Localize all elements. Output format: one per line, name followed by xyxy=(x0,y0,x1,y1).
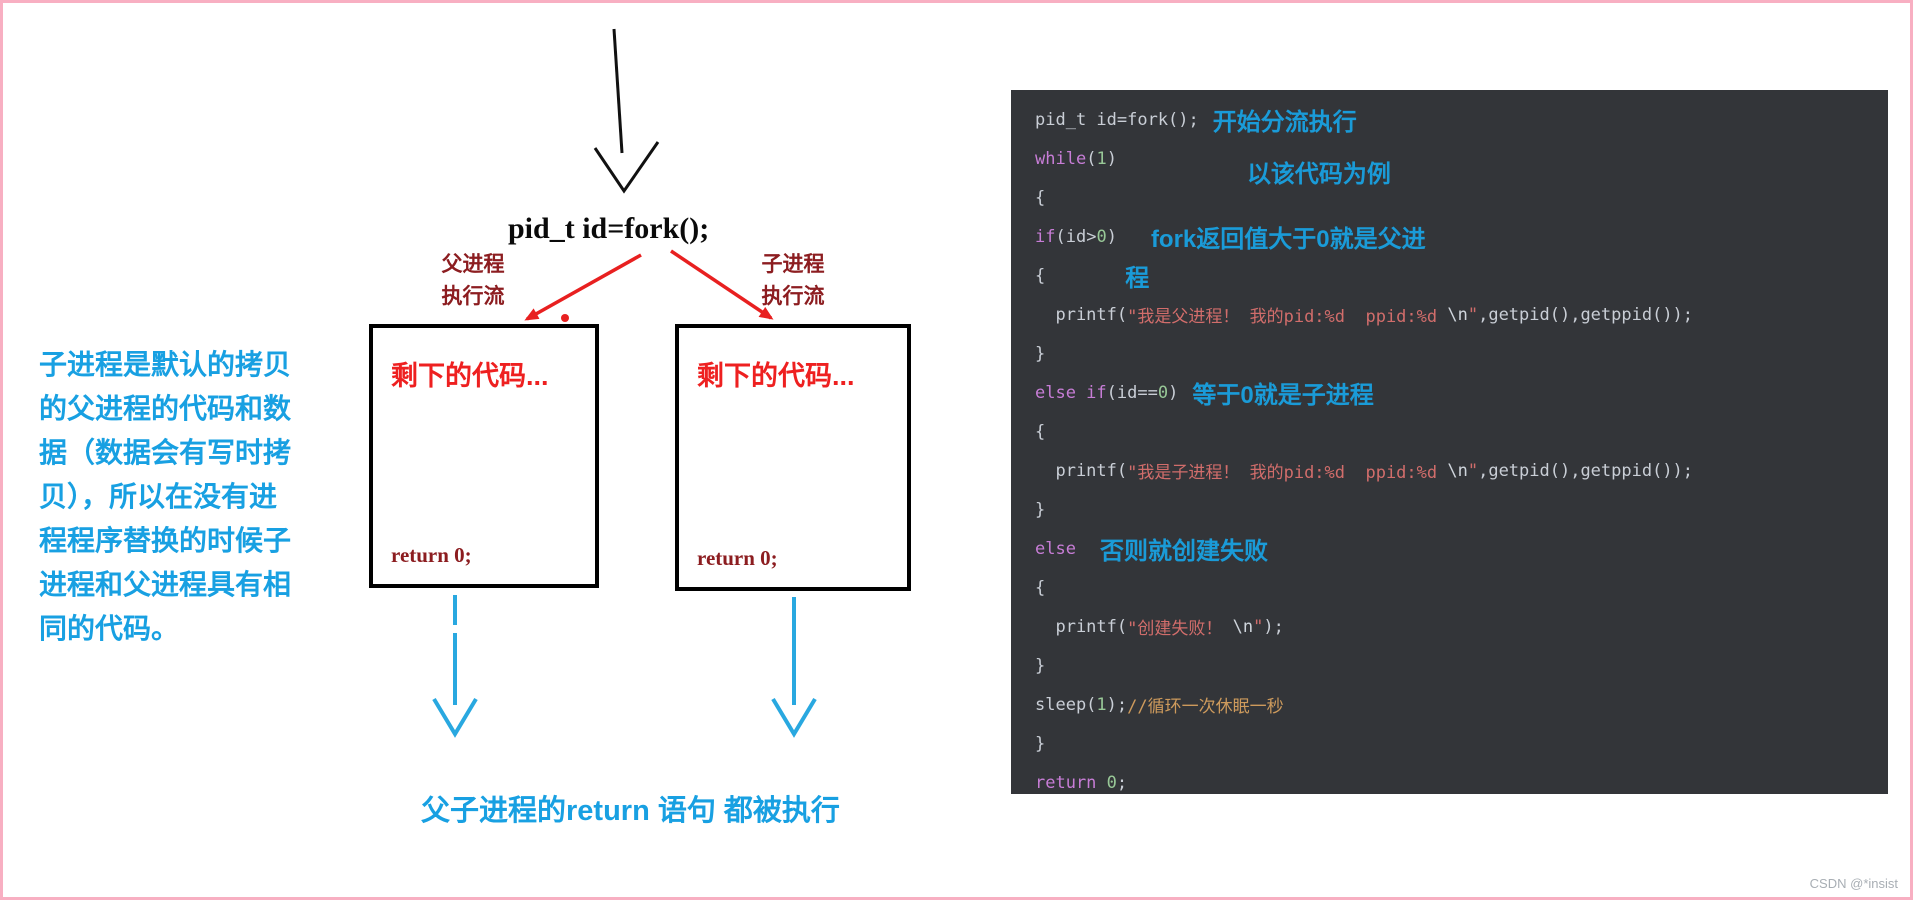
code-segment: " xyxy=(1253,616,1264,637)
child-flow-label-line1: 子进程 xyxy=(761,253,825,276)
code-line: {程 xyxy=(1035,256,1888,295)
code-segment: (id> xyxy=(1055,226,1097,247)
code-line: printf("我是父进程！ 我的pid:%d ppid:%d \n",getp… xyxy=(1035,295,1888,334)
child-flow-label-line2: 执行流 xyxy=(761,285,825,308)
fork-statement-title: pid_t id=fork(); xyxy=(508,212,710,245)
parent-return-statement: return 0; xyxy=(391,543,472,567)
note-line: 程程序替换的时候子 xyxy=(39,525,292,556)
code-segment: if xyxy=(1035,226,1056,247)
code-segment: } xyxy=(1035,499,1046,520)
code-segment: 0 xyxy=(1157,382,1169,403)
code-segment: \n xyxy=(1447,304,1468,325)
code-line: } xyxy=(1035,724,1888,763)
code-segment: 1 xyxy=(1096,694,1107,715)
parent-continue-arrow-head xyxy=(432,697,478,738)
code-line: } xyxy=(1035,646,1888,685)
code-line: sleep(1);//循环一次休眠一秒 xyxy=(1035,685,1888,724)
code-segment: ; xyxy=(1116,772,1128,793)
parent-process-box: 剩下的代码... return 0; xyxy=(369,324,599,588)
code-segment: sleep( xyxy=(1035,694,1097,715)
code-segment: } xyxy=(1035,733,1046,754)
child-return-statement: return 0; xyxy=(697,546,778,570)
code-line: printf("我是子进程！ 我的pid:%d ppid:%d \n",getp… xyxy=(1035,451,1888,490)
code-annotation: 以该代码为例 xyxy=(1246,161,1391,188)
code-segment: 0 xyxy=(1106,772,1117,793)
code-line: else if(id==0) 等于0就是子进程 xyxy=(1035,373,1888,412)
code-annotation: 程 xyxy=(1125,265,1150,292)
code-line: } xyxy=(1035,490,1888,529)
note-line: 的父进程的代码和数 xyxy=(39,393,292,424)
code-segment: 0 xyxy=(1096,226,1107,247)
code-segment: printf( xyxy=(1035,460,1128,481)
parent-fork-arrow xyxy=(524,253,642,321)
code-segment: ); xyxy=(1106,694,1128,715)
code-segment: //循环一次休眠一秒 xyxy=(1127,697,1284,717)
left-explanation-note: 子进程是默认的拷贝的父进程的代码和数据（数据会有写时拷贝），所以在没有进程程序替… xyxy=(39,343,339,651)
code-annotation: 开始分流执行 xyxy=(1212,109,1357,136)
code-segment: \n xyxy=(1447,460,1468,481)
code-segment: 1 xyxy=(1096,148,1107,169)
code-segment: else if xyxy=(1035,382,1107,403)
code-segment: return xyxy=(1035,772,1107,793)
code-segment: (id== xyxy=(1106,382,1158,403)
code-segment: else xyxy=(1035,538,1076,559)
watermark: CSDN @*insist xyxy=(1809,876,1898,891)
code-line: { xyxy=(1035,568,1888,607)
bottom-conclusion-note: 父子进程的return 语句 都被执行 xyxy=(421,795,840,827)
code-segment: { xyxy=(1035,577,1046,598)
parent-flow-label-line2: 执行流 xyxy=(441,285,505,308)
code-segment: " xyxy=(1467,460,1479,481)
code-line: if(id>0) fork返回值大于0就是父进 xyxy=(1035,217,1888,256)
parent-remaining-code-label: 剩下的代码... xyxy=(391,361,549,391)
child-process-box: 剩下的代码... return 0; xyxy=(675,324,911,591)
note-line: 贝），所以在没有进 xyxy=(39,481,278,512)
code-segment: { xyxy=(1035,421,1046,442)
code-segment: printf( xyxy=(1035,616,1128,637)
child-remaining-code-label: 剩下的代码... xyxy=(697,361,855,391)
code-annotation: 等于0就是子进程 xyxy=(1192,382,1374,409)
code-segment: ) xyxy=(1168,382,1179,403)
code-segment: } xyxy=(1035,655,1046,676)
note-line: 进程和父进程具有相 xyxy=(39,569,292,600)
code-segment: { xyxy=(1035,187,1046,208)
code-segment: pid_t id=fork(); xyxy=(1035,109,1199,130)
entry-arrow-head xyxy=(593,141,660,194)
code-segment: ) xyxy=(1106,226,1117,247)
code-line: } xyxy=(1035,334,1888,373)
code-segment: printf( xyxy=(1035,304,1128,325)
code-segment: \n xyxy=(1232,616,1254,637)
parent-flow-label: 父进程 执行流 xyxy=(431,249,515,313)
red-dot xyxy=(561,314,569,322)
code-line: { xyxy=(1035,412,1888,451)
code-line: else 否则就创建失败 xyxy=(1035,529,1888,568)
code-line: while(1) 以该代码为例 xyxy=(1035,139,1888,189)
code-segment: "创建失败！ xyxy=(1127,619,1233,639)
code-line: pid_t id=fork(); 开始分流执行 xyxy=(1035,100,1888,139)
code-line: { xyxy=(1035,178,1888,217)
child-continue-arrow-head xyxy=(771,697,817,738)
code-annotation: 否则就创建失败 xyxy=(1099,538,1268,565)
code-segment: } xyxy=(1035,343,1046,364)
code-line: return 0; xyxy=(1035,763,1888,794)
code-segment: ); xyxy=(1263,616,1284,637)
code-line: printf("创建失败！ \n"); xyxy=(1035,607,1888,646)
code-segment: " xyxy=(1467,304,1479,325)
note-line: 子进程是默认的拷贝 xyxy=(39,349,292,380)
parent-flow-label-line1: 父进程 xyxy=(441,253,505,276)
code-segment: ,getpid(),getppid()); xyxy=(1478,304,1694,325)
code-annotation: fork返回值大于0就是父进 xyxy=(1150,226,1426,253)
code-segment: { xyxy=(1035,265,1046,286)
entry-arrow-shaft xyxy=(612,28,624,154)
note-line: 同的代码。 xyxy=(39,613,180,644)
code-segment: ,getpid(),getppid()); xyxy=(1478,460,1694,481)
code-segment: ( xyxy=(1086,148,1097,169)
child-flow-label: 子进程 执行流 xyxy=(751,249,835,313)
code-segment: "我是子进程！ 我的pid:%d ppid:%d xyxy=(1127,463,1448,483)
code-segment: ) xyxy=(1106,148,1117,169)
code-segment: while xyxy=(1035,148,1087,169)
code-segment: "我是父进程！ 我的pid:%d ppid:%d xyxy=(1127,307,1448,327)
note-line: 据（数据会有写时拷 xyxy=(39,437,292,468)
